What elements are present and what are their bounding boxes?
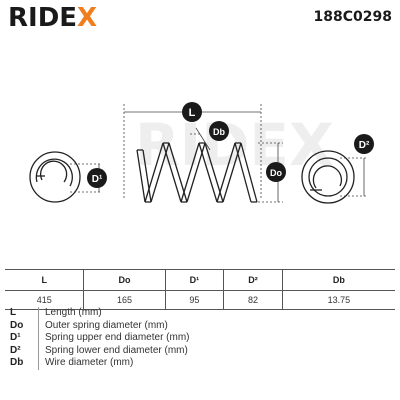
spring-side-view	[136, 142, 258, 203]
value-lower-diameter: 82	[223, 290, 283, 310]
legend-key: D²	[10, 344, 21, 356]
spec-table: L Do D¹ D² Db 415 165 95 82 13.75	[5, 269, 395, 310]
header-wire-diameter: Db	[281, 269, 395, 291]
label-lower-diameter: D²	[354, 134, 374, 154]
list-item: Do Outer spring diameter (mm)	[10, 319, 190, 333]
value-length: 415	[5, 290, 84, 310]
label-outer-diameter: Do	[266, 162, 286, 182]
legend: L Length (mm) Do Outer spring diameter (…	[10, 307, 190, 370]
list-item: D² Spring lower end diameter (mm)	[10, 344, 190, 358]
label-length: L	[182, 102, 202, 122]
lower-end-view	[301, 150, 355, 204]
legend-key: Db	[10, 357, 24, 369]
value-outer-diameter: 165	[83, 290, 166, 310]
legend-desc: Spring lower end diameter (mm)	[38, 344, 188, 358]
legend-desc: Length (mm)	[38, 307, 102, 320]
svg-text:L: L	[189, 107, 196, 119]
brand-logo: RIDEX	[8, 3, 98, 33]
list-item: D¹ Spring upper end diameter (mm)	[10, 332, 190, 345]
legend-desc: Outer spring diameter (mm)	[38, 319, 168, 333]
legend-key: Do	[10, 319, 24, 331]
label-wire-diameter: Db	[209, 121, 229, 141]
list-item: Db Wire diameter (mm)	[10, 357, 190, 370]
header-outer-diameter: Do	[83, 269, 166, 291]
spec-table-header: L Do D¹ D² Db	[5, 269, 395, 291]
legend-key: L	[10, 307, 17, 318]
header: RIDEX 188C0298	[0, 0, 400, 33]
header-length: L	[5, 269, 84, 291]
svg-text:D²: D²	[359, 140, 370, 151]
value-wire-diameter: 13.75	[281, 290, 395, 310]
list-item: L Length (mm)	[10, 307, 190, 320]
legend-desc: Spring upper end diameter (mm)	[38, 332, 190, 345]
header-lower-diameter: D²	[223, 269, 283, 291]
header-upper-diameter: D¹	[164, 269, 224, 291]
svg-text:Db: Db	[213, 127, 225, 137]
value-upper-diameter: 95	[164, 290, 224, 310]
spring-diagram: RIDEX	[29, 102, 374, 204]
svg-text:Do: Do	[270, 168, 282, 178]
upper-end-view	[29, 151, 81, 203]
svg-text:D¹: D¹	[92, 174, 103, 185]
label-upper-diameter: D¹	[87, 168, 107, 188]
table-row: 415 165 95 82 13.75	[5, 290, 395, 310]
legend-key: D¹	[10, 332, 21, 344]
legend-desc: Wire diameter (mm)	[38, 357, 133, 370]
part-number: 188C0298	[313, 9, 392, 25]
